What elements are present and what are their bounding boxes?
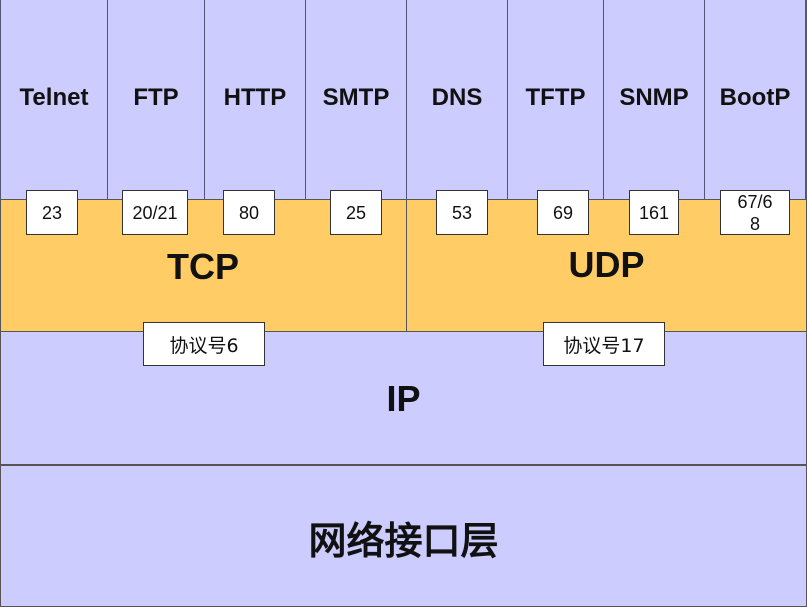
port-bootp: 67/68: [720, 190, 790, 235]
port-dns: 53: [436, 190, 488, 235]
tcp-protocol-number: 协议号6: [143, 322, 265, 366]
link-label: 网络接口层: [308, 519, 499, 563]
tcp-label: TCP: [167, 246, 239, 287]
app-label-dns: DNS: [431, 83, 483, 111]
port-ftp: 20/21: [122, 190, 188, 235]
udp-label: UDP: [568, 244, 645, 285]
app-label-snmp: SNMP: [619, 83, 689, 111]
app-telnet: Telnet: [0, 0, 107, 199]
app-label-telnet: Telnet: [19, 83, 89, 111]
app-label-http: HTTP: [223, 83, 287, 111]
app-tftp: TFTP: [507, 0, 603, 199]
port-smtp: 25: [330, 190, 382, 235]
port-telnet: 23: [26, 190, 78, 235]
ip-layer: [0, 332, 807, 465]
app-http: HTTP: [204, 0, 305, 199]
app-label-smtp: SMTP: [322, 83, 390, 111]
link-layer: [0, 465, 807, 607]
port-snmp: 161: [629, 190, 679, 235]
app-ftp: FTP: [107, 0, 204, 199]
app-snmp: SNMP: [603, 0, 704, 199]
app-dns: DNS: [406, 0, 507, 199]
ip-label: IP: [386, 378, 421, 419]
app-label-tftp: TFTP: [525, 83, 586, 111]
app-label-bootp: BootP: [719, 83, 791, 111]
app-label-ftp: FTP: [133, 83, 179, 111]
udp-protocol-number: 协议号17: [543, 322, 665, 366]
app-smtp: SMTP: [305, 0, 406, 199]
port-tftp: 69: [537, 190, 589, 235]
port-http: 80: [223, 190, 275, 235]
app-bootp: BootP: [704, 0, 806, 199]
